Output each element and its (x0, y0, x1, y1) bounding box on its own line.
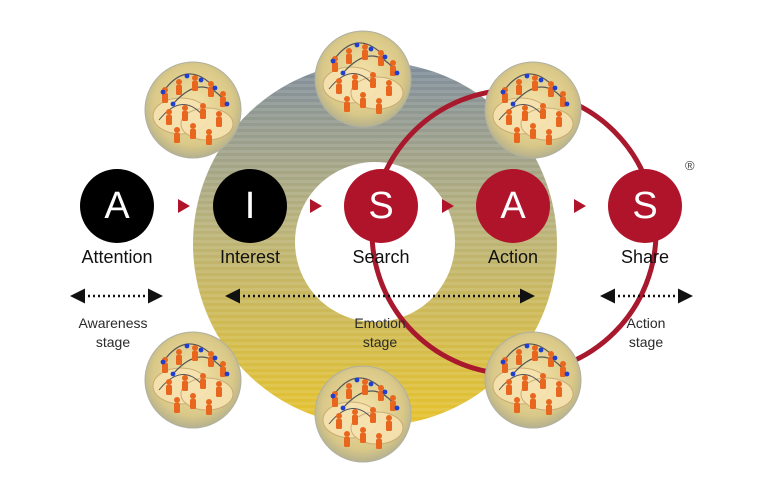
emotion-ring (193, 62, 558, 427)
crowd-icon-top-right (484, 61, 582, 159)
step-circle-share (608, 169, 682, 243)
crowd-icon-bottom-center (314, 365, 412, 463)
step-letter-search: S (368, 185, 394, 227)
step-circle-attention (80, 169, 154, 243)
step-letter-action: A (500, 185, 526, 227)
flow-arrow-interest-to-search (310, 199, 322, 213)
action-stage-line1: Action (626, 315, 666, 331)
flow-arrow-action-to-share (574, 199, 586, 213)
crowd-icon-top-center (314, 30, 412, 128)
step-circle-interest (213, 169, 287, 243)
emotion-stage-line2: stage (362, 334, 398, 350)
step-label-action: Action (487, 247, 539, 267)
awareness-stage-line2: stage (95, 334, 131, 350)
emotion-stage-line1: Emotion (354, 315, 406, 331)
flow-arrow-search-to-action (442, 199, 454, 213)
step-label-search: Search (352, 247, 410, 267)
action-stage-line2: stage (628, 334, 664, 350)
awareness-stage-label: Awareness stage (78, 314, 147, 352)
step-label-attention: Attention (81, 247, 153, 267)
step-letter-interest: I (244, 185, 256, 227)
emotion-stage-label: Emotion stage (354, 314, 405, 352)
step-label-interest: Interest (219, 247, 281, 267)
step-letter-attention: A (104, 185, 130, 227)
crowd-icon-bottom-left (144, 331, 242, 429)
awareness-stage-line1: Awareness (78, 315, 148, 331)
flow-arrow-attention-to-interest (178, 199, 190, 213)
step-label-share: Share (620, 247, 670, 267)
step-circle-action (476, 169, 550, 243)
crowd-icon-top-left (144, 61, 242, 159)
registered-mark: ® (685, 158, 695, 173)
crowd-icon-bottom-right (484, 331, 582, 429)
action-stage-label: Action stage (627, 314, 666, 352)
step-circle-search (344, 169, 418, 243)
step-letter-share: S (632, 185, 658, 227)
